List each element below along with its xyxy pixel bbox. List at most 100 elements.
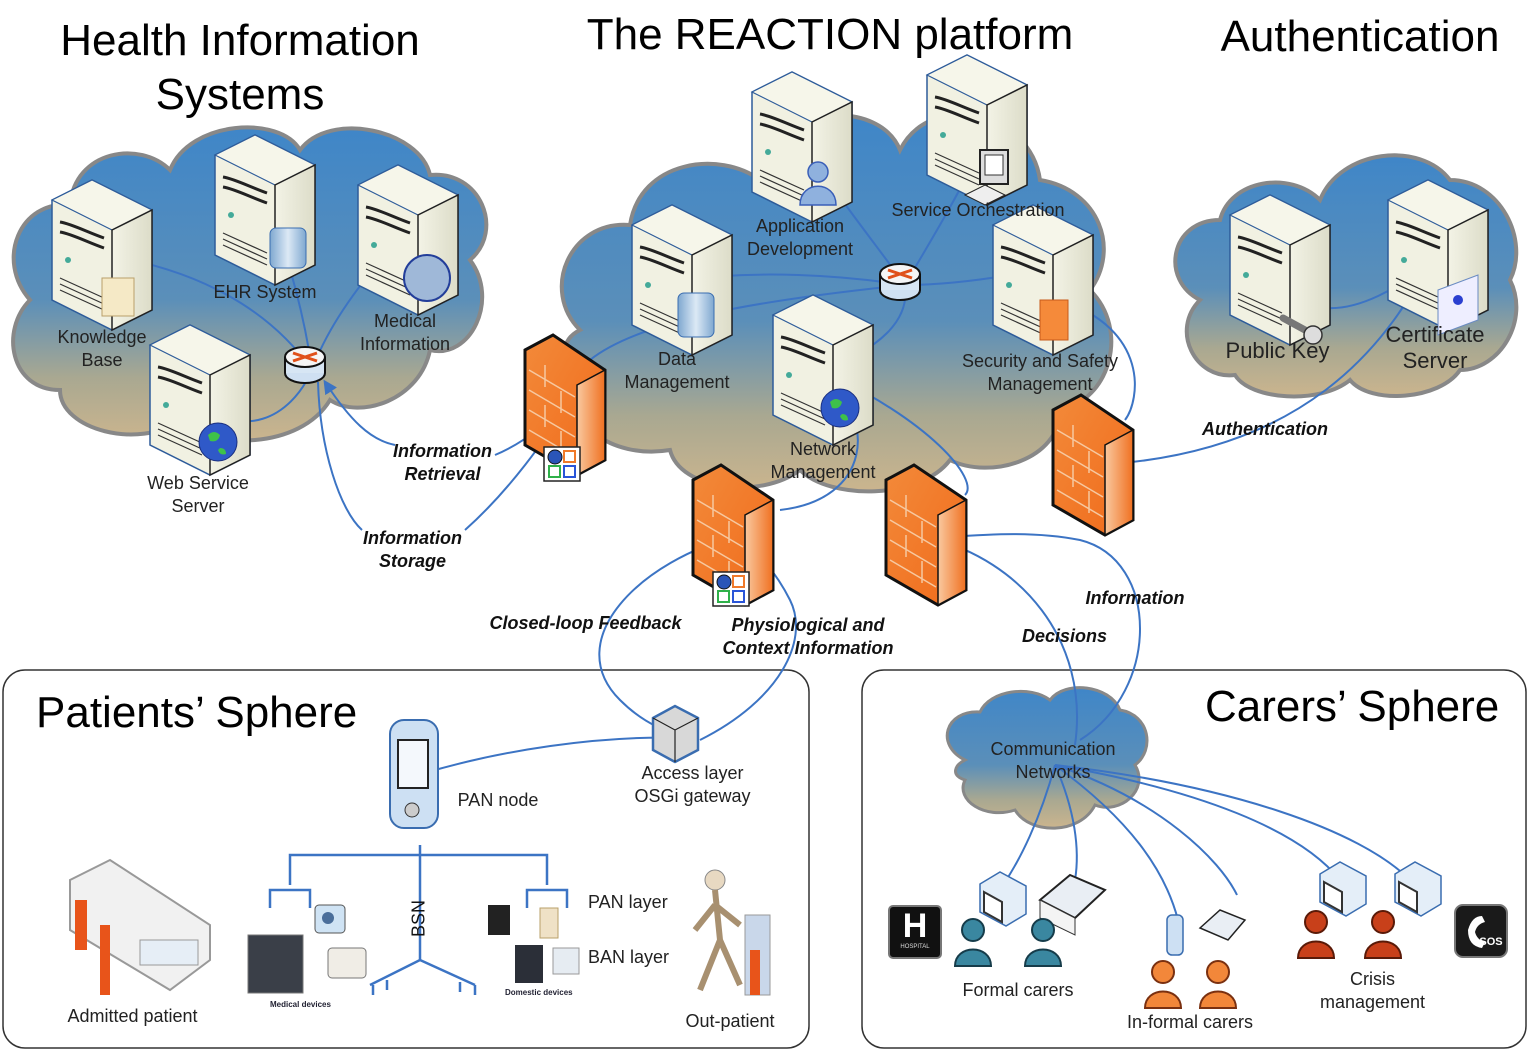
auth-title: Authentication (1220, 12, 1500, 61)
computer-icon (963, 149, 1009, 206)
link-comm-informal-2 (1054, 764, 1238, 896)
label-line: Management (770, 462, 876, 482)
medical-devices-icons (247, 904, 367, 994)
label-line: Crisis (1350, 969, 1395, 989)
database-icon (677, 292, 715, 338)
firewall-auth (1051, 393, 1135, 537)
hospital-sign-icon (888, 905, 942, 959)
laptop-icon (1038, 873, 1107, 936)
his-title-line2: Systems (155, 70, 325, 119)
link-comm-crisis-2 (1054, 764, 1411, 881)
his-title-line1: Health Information (60, 16, 420, 65)
user-icon (799, 161, 837, 206)
desktop-icon (1319, 861, 1367, 917)
label-domestic-devices: Domestic devices (505, 988, 573, 997)
patients-sphere-title: Patients’ Sphere (36, 688, 358, 737)
flow-line: Retrieval (404, 464, 481, 484)
domestic-devices-icons (488, 905, 580, 983)
label-out-patient: Out-patient (685, 1011, 775, 1031)
label-line: Medical (373, 311, 437, 331)
his-title: Health Information Systems (40, 14, 440, 122)
link-information (927, 530, 1141, 741)
label-line: management (1319, 992, 1426, 1012)
sos-text: SOS (1479, 936, 1503, 948)
label-gateway: Access layer OSGi gateway (620, 762, 765, 808)
label-communication-networks: Communication Networks (978, 738, 1128, 784)
label-line: Web Service (147, 473, 249, 493)
key-icon (1279, 314, 1323, 345)
folder-icon (101, 277, 135, 317)
label-formal-carers: Formal carers (962, 980, 1074, 1000)
label-security-safety-management: Security and Safety Management (950, 350, 1130, 396)
label-informal-carers: In-formal carers (1126, 1012, 1254, 1032)
flow-line: Information (363, 528, 462, 548)
flow-line: Storage (378, 551, 447, 571)
service-badge-icon (712, 571, 750, 607)
firewall-carers (884, 463, 968, 607)
link-comm-crisis-1 (1054, 764, 1341, 881)
flow-physiological-context: Physiological and Context Information (708, 614, 908, 660)
flow-line: Physiological and (731, 615, 885, 635)
database-icon (269, 227, 307, 269)
hospital-bed-icon (69, 858, 211, 995)
link-info-retrieval (323, 379, 396, 446)
label-ehr-system: EHR System (213, 282, 317, 302)
label-line: Management (624, 372, 730, 392)
label-line: Server (171, 496, 225, 516)
link-comm-informal-1 (1054, 764, 1179, 921)
flow-information: Information (1085, 588, 1185, 608)
label-network-management: Network Management (758, 438, 888, 484)
carers-sphere-title: Carers’ Sphere (1205, 682, 1500, 731)
carers-sphere-box (861, 669, 1527, 1049)
hospital-sign-text: HOSPITAL (900, 944, 930, 950)
flow-authentication: Authentication (1202, 419, 1328, 439)
link-info-storage-a (317, 381, 363, 531)
platform-title: The REACTION platform (586, 10, 1074, 59)
label-bsn: BSN (408, 900, 429, 938)
gateway-cube-icon (651, 704, 700, 764)
server-web-service (148, 323, 252, 477)
label-line: Communication (990, 739, 1116, 759)
label-certificate-server: Certificate Server (1375, 322, 1495, 374)
label-line: OSGi gateway (634, 786, 751, 806)
hospital-sign-letter: H (902, 907, 928, 945)
label-line: Security and Safety (961, 351, 1119, 371)
firewall-small-icon (1039, 299, 1069, 341)
desktop-icon (979, 871, 1027, 927)
label-line: Application (755, 216, 845, 236)
crisis-carer-icon (1364, 910, 1402, 959)
server-public-key (1228, 193, 1332, 347)
server-network-management (771, 293, 875, 447)
label-line: Data (657, 349, 697, 369)
router-icon (283, 345, 327, 385)
flow-decisions: Decisions (1021, 626, 1108, 646)
label-line: Networks (1015, 762, 1091, 782)
flow-line: Context Information (722, 638, 894, 658)
label-public-key: Public Key (1225, 338, 1330, 363)
server-service-orchestration (925, 53, 1029, 207)
label-pan-node: PAN node (457, 790, 539, 810)
label-line: Network (789, 439, 856, 459)
pda-icon (389, 719, 439, 829)
label-line: Certificate (1385, 322, 1485, 347)
label-data-management: Data Management (612, 348, 742, 394)
label-line: Access layer (641, 763, 744, 783)
flow-information-storage: Information Storage (350, 527, 475, 573)
label-ban-layer: BAN layer (588, 947, 670, 967)
flow-line: Information (393, 441, 492, 461)
label-line: Server (1402, 348, 1468, 373)
label-medical-devices: Medical devices (270, 1000, 331, 1009)
link-comm-formal-2 (1054, 764, 1078, 881)
label-line: Information (359, 334, 451, 354)
certificate-icon (1437, 274, 1479, 336)
bsn-tree (268, 845, 569, 995)
label-service-orchestration: Service Orchestration (891, 200, 1065, 220)
informal-carer-icon (1199, 960, 1237, 1009)
sos-phone-icon (1454, 904, 1508, 958)
pda-small-icon (1166, 914, 1184, 956)
label-web-service-server: Web Service Server (133, 472, 263, 518)
patients-sphere-box (2, 669, 810, 1049)
label-line: Management (987, 374, 1093, 394)
router-icon (878, 262, 922, 302)
